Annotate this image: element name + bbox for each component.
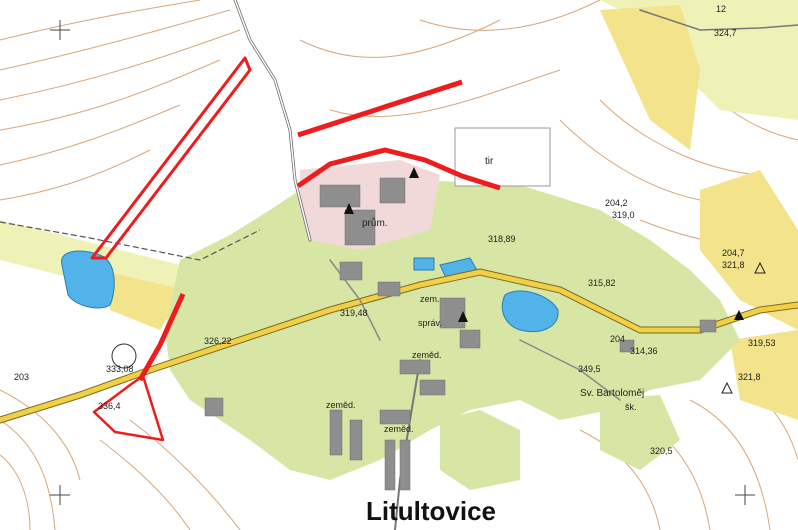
tir-yard: [454, 127, 551, 187]
height-h18: 320,5: [650, 446, 673, 456]
height-h15: 319,53: [748, 338, 776, 348]
height-h12: 203: [14, 372, 29, 382]
pond-north-b: [413, 257, 435, 271]
label-zemed-3: zeměd.: [384, 424, 414, 434]
height-h16: 349,5: [578, 364, 601, 374]
meadow-right: [700, 170, 798, 330]
pond-centre: [501, 290, 559, 333]
boundary-north-strip: [90, 56, 252, 260]
triangulation-icon: [721, 381, 733, 394]
water-tower-icon: [111, 343, 137, 369]
boundary-west-line: [137, 292, 186, 382]
boundary-north-line: [297, 79, 463, 138]
label-zemed-1: zeměd.: [412, 350, 442, 360]
label-sprav: správ.: [418, 318, 442, 328]
label-sv-bartolomej: Sv. Bartoloměj: [580, 388, 644, 399]
triangulation-symbols: [721, 261, 766, 394]
town-name: Litultovice: [366, 496, 496, 526]
label-zemed-2: zeměd.: [326, 400, 356, 410]
height-h17: 321,8: [738, 372, 761, 382]
church-icon: [734, 310, 744, 320]
height-h7: 318,89: [488, 234, 516, 244]
label-prum: prům.: [362, 217, 388, 229]
height-h2: 12: [716, 4, 726, 14]
height-h1: 324,7: [714, 28, 737, 38]
village-built-area: [165, 180, 740, 480]
triangulation-icon: [754, 261, 766, 274]
dashed-path: [0, 221, 261, 261]
label-tir: tir: [485, 156, 494, 167]
label-zem: zem.: [420, 294, 440, 304]
village-south-strip: [440, 410, 520, 490]
map-labels: prům. tir zem. správ. zeměd. zeměd. země…: [14, 4, 776, 526]
boundary-south-polygon: [92, 374, 165, 442]
height-h19: 204: [610, 334, 625, 344]
village-south-east: [600, 395, 680, 470]
height-h5: 204,7: [722, 248, 745, 258]
church-symbols: [344, 167, 744, 322]
height-h14: 314,36: [630, 346, 658, 356]
church-icon: [344, 203, 354, 214]
church-icon: [458, 311, 468, 322]
buildings: [204, 177, 717, 491]
grid-crosses: [50, 20, 755, 505]
east-track: [639, 9, 798, 31]
height-h13: 336,4: [98, 401, 121, 411]
pond-west: [61, 250, 115, 309]
height-h4: 319,0: [612, 210, 635, 220]
church-icon: [409, 167, 419, 178]
village-lane-2: [519, 339, 621, 401]
meadow-lower-right: [730, 330, 798, 420]
height-h6: 321,8: [722, 260, 745, 270]
height-h8: 315,82: [588, 278, 616, 288]
height-h10: 326,22: [204, 336, 232, 346]
label-sk: šk.: [625, 402, 637, 412]
height-h3: 204,2: [605, 198, 628, 208]
water-bodies: [61, 250, 559, 333]
height-h11: 333,08: [106, 364, 134, 374]
boundary-industrial: [296, 147, 501, 191]
meadow-left: [100, 270, 185, 330]
planning-boundaries: [90, 56, 501, 442]
meadow-top-right: [600, 5, 700, 150]
height-h9: 319,48: [340, 308, 368, 318]
